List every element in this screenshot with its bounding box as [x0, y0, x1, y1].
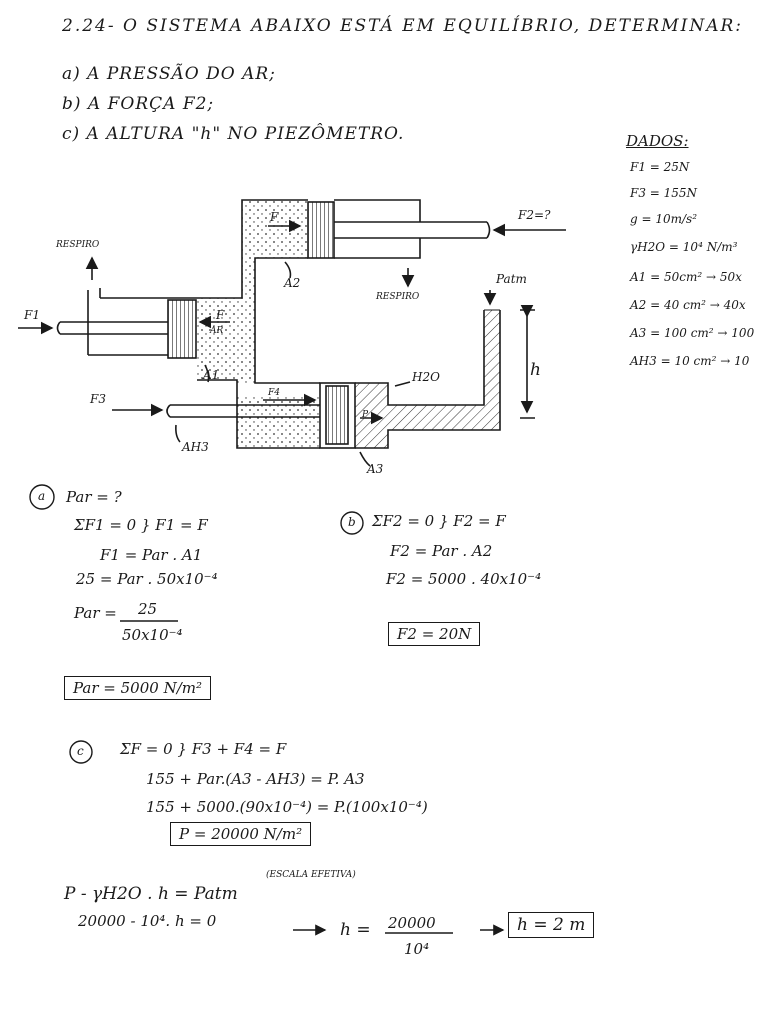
given-line: g = 10m/s² [630, 212, 698, 226]
part-b-result: F2 = 20N [388, 622, 481, 646]
part-a-denominator: 50x10⁻⁴ [122, 626, 183, 644]
part-b-line: F2 = 5000 . 40x10⁻⁴ [386, 570, 542, 588]
part-a-par-lhs: Par = [74, 604, 117, 622]
question-c: c) A ALTURA "h" NO PIEZÔMETRO. [62, 124, 405, 144]
a2-label: A2 [284, 276, 301, 290]
part-a-result: Par = 5000 N/m² [64, 676, 211, 700]
f-label: F [270, 210, 279, 224]
part-c-eq1: P - γH2O . h = Patm [64, 884, 238, 904]
part-c-h-denominator: 10⁴ [404, 940, 430, 958]
part-c-final: h = 2 m [508, 912, 595, 938]
f-ar-label: F [216, 308, 225, 322]
part-c-line: 155 + 5000.(90x10⁻⁴) = P.(100x10⁻⁴) [146, 798, 428, 816]
given-heading: DADOS: [626, 132, 689, 150]
given-line: γH2O = 10⁴ N/m³ [630, 240, 738, 254]
part-c-note: (ESCALA EFETIVA) [266, 870, 356, 880]
given-line: F1 = 25N [630, 160, 690, 174]
a3-label: A3 [367, 462, 384, 476]
given-line: A3 = 100 cm² → 100 [630, 326, 755, 340]
part-a-line: ΣF1 = 0 } F1 = F [74, 516, 208, 534]
part-a-numerator: 25 [138, 600, 158, 618]
part-c-eq2: 20000 - 10⁴. h = 0 [78, 912, 217, 930]
part-c-result: P = 20000 N/m² [170, 822, 312, 846]
ar-label: AR [210, 326, 224, 336]
part-c-line: 155 + Par.(A3 - AH3) = P. A3 [146, 770, 365, 788]
part-c-h-numerator: 20000 [388, 914, 436, 932]
part-a-tag: a [38, 489, 46, 503]
ah3-label: AH3 [182, 440, 209, 454]
h-label: h [530, 360, 541, 380]
part-a-line: Par = ? [66, 488, 122, 506]
a1-label: A1 [203, 368, 220, 382]
h2o-label: H2O [412, 370, 440, 384]
f1-label: F1 [24, 308, 40, 322]
part-b-tag: b [348, 515, 356, 529]
part-c-tag: c [77, 744, 84, 758]
f2-label: F2=? [518, 208, 551, 222]
given-line: A2 = 40 cm² → 40x [630, 298, 746, 312]
f3-label: F3 [90, 392, 106, 406]
part-b-line: F2 = Par . A2 [390, 542, 493, 560]
part-c-h-lhs: h = [340, 920, 371, 940]
part-b-line: ΣF2 = 0 } F2 = F [372, 512, 506, 530]
given-line: AH3 = 10 cm² → 10 [630, 354, 750, 368]
part-a-line: F1 = Par . A1 [100, 546, 203, 564]
patm-label: Patm [496, 272, 527, 286]
p-label: P [362, 410, 369, 420]
given-line: F3 = 155N [630, 186, 698, 200]
f4-label: F4 [268, 388, 280, 398]
part-a-line: 25 = Par . 50x10⁻⁴ [76, 570, 218, 588]
problem-title: 2.24- O SISTEMA ABAIXO ESTÁ EM EQUILÍBRI… [62, 16, 743, 36]
given-line: A1 = 50cm² → 50x [630, 270, 742, 284]
respiro-right-label: RESPIRO [376, 292, 420, 302]
part-c-line: ΣF = 0 } F3 + F4 = F [120, 740, 287, 758]
respiro-left-label: RESPIRO [56, 240, 100, 250]
question-a: a) A PRESSÃO DO AR; [62, 64, 276, 84]
question-b: b) A FORÇA F2; [62, 94, 215, 114]
